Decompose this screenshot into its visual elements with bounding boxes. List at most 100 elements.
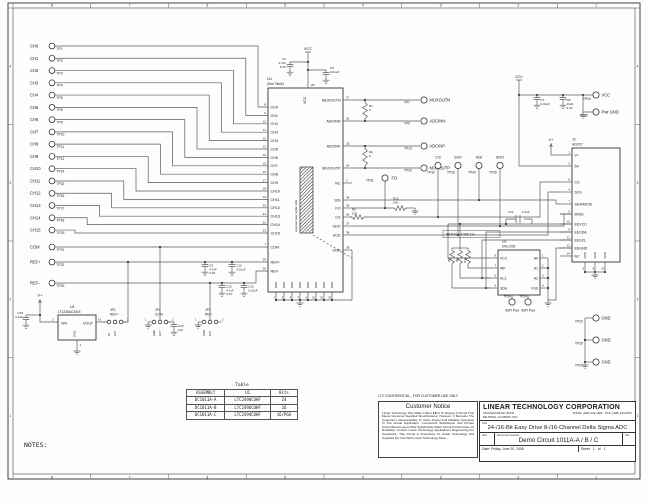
pin-number: 29 [263,258,267,262]
gnd-symbol [544,300,552,307]
border-col-label: 3 [440,4,442,8]
turret-name: MUXOUTN [430,98,451,103]
res-note-box [442,230,501,238]
gnd-symbol [170,329,178,336]
testpoint-circle [420,117,428,125]
u4-body [57,314,97,341]
cap-value: 1uF [178,328,183,332]
gnd-symbol [286,69,294,76]
pin-name: CH12 [271,206,280,210]
pin-name: GND [322,282,326,288]
wire [518,84,593,96]
hatch-line [300,170,313,184]
size-label: Size [482,433,488,437]
wire [459,266,490,279]
gnd-symbol [22,322,30,329]
pin-number: 7 [568,199,570,203]
wire [54,57,268,116]
cap-value: 0.1uF [15,315,23,319]
pin-number: 9 [264,111,266,115]
junction-dot [282,298,286,302]
pin-name: A2 [534,276,538,280]
pin-number: 18 [263,187,267,191]
pin-name: EESDA [575,231,588,235]
pin-number: 23 [263,229,267,233]
cap-ref: C2 [282,57,286,61]
pin-name: SCL [500,276,507,280]
hatch-line [300,180,313,195]
testpoint-circle [592,91,600,99]
gnd-symbol [218,290,226,297]
capacitor-symbol [506,215,532,223]
hatch-line [300,235,313,248]
net-label-ch: CH4 [30,93,39,98]
pin-name: CH15 [271,231,280,235]
pin-number: 39 [346,245,350,249]
net-label-ch: CH12 [30,191,41,196]
hatch-line [300,200,313,215]
table-cell: LTC2494CUHF [224,411,271,420]
pin-name: GND [603,252,607,258]
table-caption: Table [235,383,249,388]
cap-value: 4.7uF [278,61,286,65]
pin-number: 8 [264,103,266,107]
hatch-line [304,224,313,233]
customer-notice: Customer Notice Linear Technology Has Ma… [378,401,478,458]
pin-number: 1 [542,254,544,258]
res-value: 10K [393,201,398,205]
cap-ref: C11 [508,210,514,214]
testpoint-circle [48,116,56,123]
wire [481,239,572,279]
res-value: 0 [369,108,371,112]
vplus-arrow [38,299,58,323]
pin-name: GND [73,330,77,338]
res-ref: R6 [352,208,356,212]
capacitor-symbol [322,70,330,78]
pin-name: CH14 [271,223,280,227]
wire [54,94,268,141]
testpoint-circle [48,104,56,111]
u4-part: LT1236ACS8-5 [58,310,81,314]
testpoint-circle [48,165,56,173]
testpoint-label: TP26 [575,341,583,345]
border-col-label: 1 [595,475,597,479]
wire [54,217,268,225]
cap-value: 0.01uF [236,267,246,271]
net-label-ch: CH6 [30,117,39,122]
pin-name: SDO [333,224,341,228]
pin-name: NC [575,255,581,259]
pin-name: GND [290,282,294,288]
cap-value: 10uF [567,102,574,106]
cap-value: 6.3V [226,292,232,296]
testpoint-label: TP18 [57,219,65,223]
hatch-line [300,167,304,171]
table-cell: 16/PGA [269,411,299,420]
pin-name: SDI [334,198,340,202]
pin-name: EEVCC [575,223,588,227]
jumper-pad [151,319,157,325]
gnd-symbol [579,112,587,119]
testpoint-circle [48,189,56,197]
turret-name: Pwr GND [602,110,619,115]
testpoint-label: TP6 [57,108,63,112]
testpoint-label: TP30 [57,284,65,288]
net-label-refp: REF+ [30,260,41,265]
testpoint-label: TP28 [504,295,512,299]
jumper-pad [163,319,169,325]
pin-number: 19 [263,195,267,199]
net-label-refm: REF- [30,281,40,286]
gnd-symbol [322,77,330,84]
border-col-label: 4 [362,4,364,8]
junction-dot [274,298,278,302]
cap-ref: C7 [541,98,545,102]
table-cell: DC1011A-C [185,411,226,420]
hatch-line [300,187,313,201]
pin-name: CH11 [271,198,280,202]
hatch-lines [300,167,313,248]
pin-name: GND [282,282,286,288]
testpoint-label: TP10 [57,133,65,137]
net-label-ch: CH10 [30,166,41,171]
hatch-line [300,217,313,232]
res-ref: R9 [455,258,459,262]
pin-name: NC [335,181,341,185]
